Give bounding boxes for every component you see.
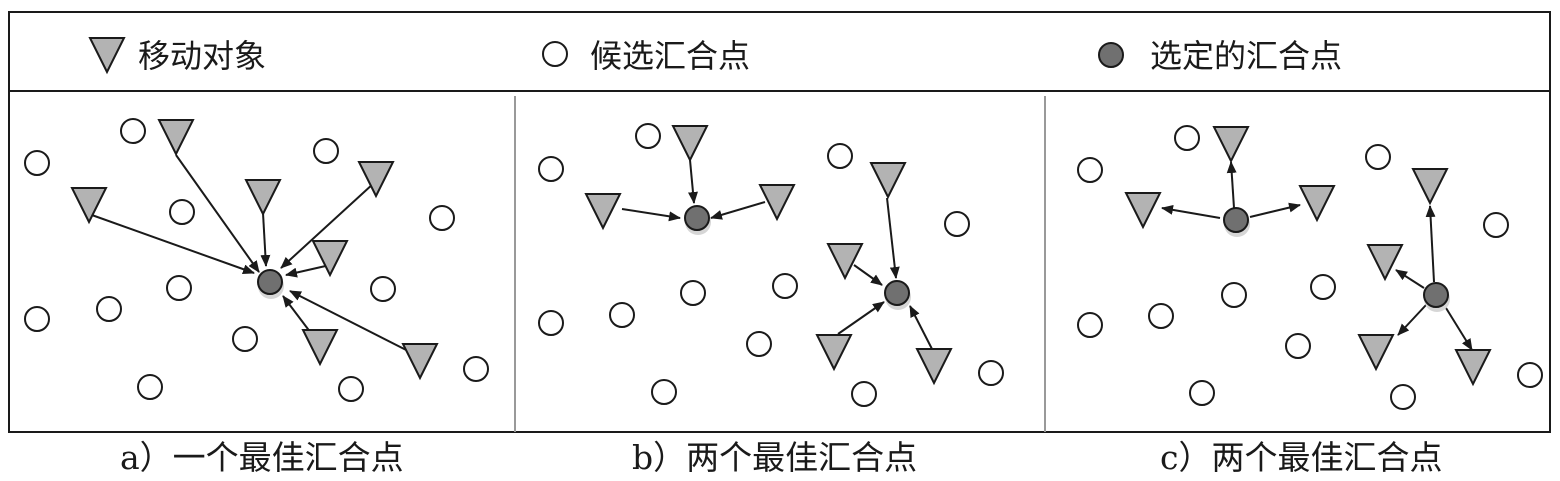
moving-object-triangle — [758, 184, 796, 222]
candidate-point — [429, 205, 455, 231]
panel-a — [24, 118, 489, 402]
movement-arrow — [285, 264, 331, 278]
candidate-point — [1077, 157, 1103, 183]
moving-object-triangle — [584, 193, 622, 231]
movement-arrow — [260, 212, 271, 267]
candidate-point — [313, 138, 339, 164]
candidate-point — [1077, 312, 1103, 338]
moving-object-triangle — [869, 162, 907, 200]
selected-point — [884, 280, 910, 306]
legend-moving-object-label: 移动对象 — [138, 37, 267, 75]
moving-object-triangle — [301, 329, 339, 367]
selected-point — [1223, 207, 1249, 233]
moving-object-triangle — [915, 348, 953, 386]
movement-arrow — [175, 154, 260, 273]
figure — [8, 11, 1551, 433]
candidate-point — [24, 306, 50, 332]
moving-object-triangle — [671, 125, 709, 163]
legend-candidate-label: 候选汇合点 — [590, 37, 751, 75]
moving-object-triangle — [1454, 349, 1492, 387]
candidate-point — [944, 211, 970, 237]
candidate-point — [1221, 282, 1247, 308]
candidate-point — [680, 280, 706, 306]
moving-object-triangle — [1298, 185, 1336, 223]
candidate-point — [609, 302, 635, 328]
movement-arrow — [621, 208, 681, 222]
moving-object-triangle — [815, 334, 853, 372]
candidate-point — [338, 376, 364, 402]
candidate-point — [635, 123, 661, 149]
figure-frame — [8, 11, 1551, 433]
movement-arrow — [710, 201, 766, 220]
candidate-point — [651, 379, 677, 405]
moving-object-triangle — [357, 161, 395, 199]
movement-arrow — [1395, 269, 1425, 289]
candidate-point — [370, 276, 396, 302]
moving-object-triangle — [311, 240, 349, 278]
moving-object-triangle — [826, 243, 864, 281]
movement-arrow — [280, 182, 375, 269]
movement-arrow — [1397, 304, 1427, 336]
moving-object-triangle — [401, 343, 439, 381]
candidate-point — [169, 199, 195, 225]
legend-triangle-icon — [88, 37, 126, 75]
legend-selected-circle-icon — [1098, 42, 1124, 68]
legend-selected-label: 选定的汇合点 — [1150, 37, 1343, 75]
movement-arrow — [289, 290, 421, 358]
legend-candidate-circle-icon — [542, 41, 568, 67]
candidate-point — [538, 156, 564, 182]
candidate-point — [1148, 303, 1174, 329]
caption-panel-b: b）两个最佳汇合点 — [632, 438, 918, 477]
caption-panel-c: c）两个最佳汇合点 — [1160, 438, 1443, 477]
movement-arrow — [1226, 161, 1237, 209]
candidate-point — [538, 310, 564, 336]
candidate-point — [772, 273, 798, 299]
movement-arrow — [853, 264, 883, 286]
selected-point — [684, 205, 710, 231]
candidate-point — [1390, 384, 1416, 410]
panel-b — [538, 123, 1004, 407]
movement-arrow — [886, 197, 900, 279]
movement-arrow — [688, 159, 698, 204]
movement-arrow — [1249, 202, 1301, 218]
movement-arrow — [1425, 205, 1436, 283]
candidate-point — [1517, 362, 1543, 388]
moving-object-triangle — [1357, 334, 1395, 372]
candidate-point — [137, 374, 163, 400]
candidate-point — [24, 150, 50, 176]
panel-c — [1077, 125, 1543, 410]
candidate-point — [232, 326, 258, 352]
candidate-point — [1310, 274, 1336, 300]
candidate-point — [851, 381, 877, 407]
movement-arrow — [909, 305, 933, 350]
moving-object-triangle — [157, 119, 195, 157]
selected-point — [257, 269, 283, 295]
candidate-point — [1174, 125, 1200, 151]
candidate-point — [978, 360, 1004, 386]
candidate-point — [463, 356, 489, 382]
candidate-point — [1285, 333, 1311, 359]
candidate-point — [1365, 144, 1391, 170]
candidate-point — [166, 275, 192, 301]
moving-object-triangle — [1366, 244, 1404, 282]
caption-panel-a: a）一个最佳汇合点 — [120, 438, 404, 477]
movement-arrow — [88, 213, 255, 275]
candidate-point — [746, 331, 772, 357]
movement-arrow — [1445, 307, 1473, 351]
candidate-point — [1483, 212, 1509, 238]
candidate-point — [120, 118, 146, 144]
candidate-point — [1189, 380, 1215, 406]
candidate-point — [96, 296, 122, 322]
candidate-point — [827, 143, 853, 169]
moving-object-triangle — [1411, 168, 1449, 206]
movement-arrow — [1161, 204, 1221, 219]
moving-object-triangle — [244, 179, 282, 217]
selected-point — [1423, 282, 1449, 308]
movement-arrow — [837, 301, 885, 335]
moving-object-triangle — [1124, 192, 1162, 230]
moving-object-triangle — [1212, 126, 1250, 164]
moving-object-triangle — [70, 187, 108, 225]
